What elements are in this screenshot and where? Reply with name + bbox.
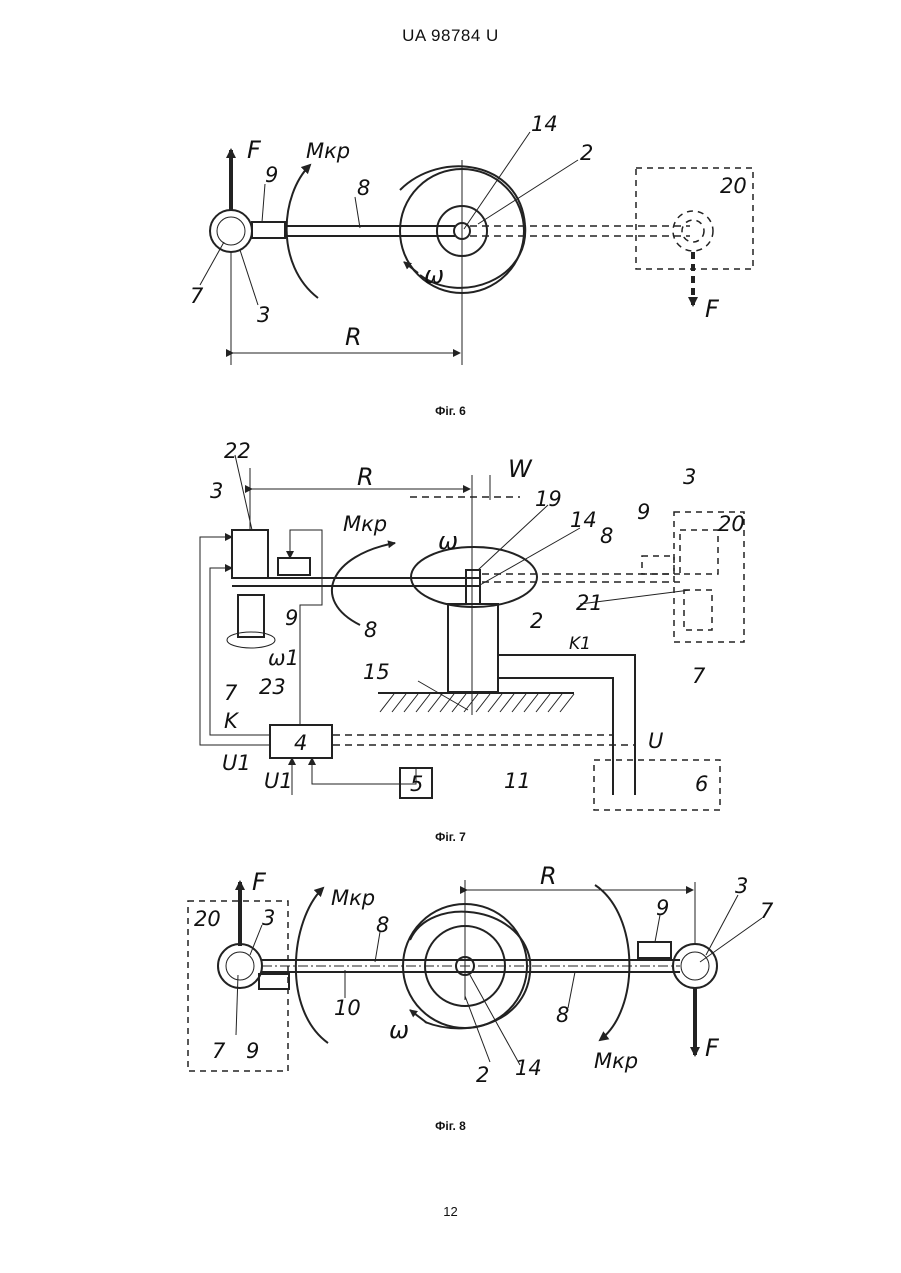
- figure-8-caption: Фіг. 8: [0, 1119, 901, 1133]
- moment-arc: [287, 165, 318, 298]
- document-id-header: UA 98784 U: [0, 26, 901, 46]
- fig8-label-R: R: [540, 862, 557, 890]
- dashed-wheel-inner: [682, 220, 704, 242]
- fig7-label-23: 23: [259, 675, 286, 699]
- rotor-housing: [210, 210, 252, 252]
- sensor-9-right: [642, 556, 674, 574]
- fig7-label-omega: ω: [438, 527, 458, 555]
- fig8-label-9-right: 9: [656, 896, 669, 920]
- fig7-label-11: 11: [504, 769, 531, 793]
- fig6-label-R: R: [345, 323, 362, 351]
- fig6-label-F-top: F: [247, 136, 262, 164]
- fig8-label-8-top: 8: [376, 913, 389, 937]
- fig6-label-9: 9: [265, 163, 278, 187]
- fig7-label-omega1: ω1: [268, 646, 299, 670]
- fig7-label-22: 22: [224, 439, 251, 463]
- fig8-label-2: 2: [476, 1063, 489, 1087]
- fig7-label-9-right: 9: [637, 500, 650, 524]
- rotor-7-left: [238, 595, 264, 637]
- sensor-9-right: [638, 942, 671, 958]
- fig7-label-21: 21: [576, 591, 603, 615]
- block-3-right: [680, 530, 718, 574]
- fig6-label-F-bottom: F: [705, 295, 720, 323]
- fig7-label-6: 6: [695, 772, 708, 796]
- fig7-label-14: 14: [570, 508, 597, 532]
- fig7-label-7-right: 7: [692, 664, 706, 688]
- page-number: 12: [0, 1204, 901, 1219]
- fig7-label-3-right: 3: [683, 465, 696, 489]
- fig8-label-F-left: F: [252, 868, 267, 896]
- figure-7-drawing: 22 R W 3 3 Mкр ω 19 14 9 8 20 9 8 21 2 K…: [0, 435, 901, 825]
- figure-8-drawing: F Mкр R 3 20 3 8 9 7 10 8 ω 7 9 2 14 Mкр…: [0, 862, 901, 1102]
- rotation-arc: [400, 166, 525, 288]
- moment-arc-right: [595, 885, 629, 1040]
- fig7-label-7-left: 7: [224, 681, 238, 705]
- fig7-label-20: 20: [718, 512, 745, 536]
- fig6-label-20: 20: [720, 174, 747, 198]
- fig7-label-U1-bottom: U1: [264, 769, 293, 793]
- fig7-label-19: 19: [535, 487, 562, 511]
- fig8-label-M-top: Mкр: [331, 886, 375, 910]
- rotation-arrow: [404, 262, 418, 273]
- fig6-label-7: 7: [190, 284, 204, 308]
- fig7-label-3-left: 3: [210, 479, 223, 503]
- fig7-label-W: W: [508, 455, 533, 483]
- ground-hatch: [380, 694, 574, 712]
- fig7-label-15: 15: [363, 660, 390, 684]
- fig6-label-3: 3: [257, 303, 270, 327]
- rotor-inner: [217, 217, 245, 245]
- sensor-9-left: [259, 974, 289, 989]
- motor-block-3: [232, 530, 268, 578]
- rotor-left-outer: [218, 944, 262, 988]
- fig8-label-F-right: F: [705, 1034, 720, 1062]
- fig6-label-2: 2: [580, 141, 593, 165]
- figure-6-drawing: F Mкр 14 2 9 8 20 7 3 ω R F: [0, 100, 901, 390]
- fig7-label-5: 5: [410, 772, 423, 796]
- fig8-label-20: 20: [194, 907, 221, 931]
- figure-6-caption: Фіг. 6: [0, 404, 901, 418]
- sensor-block-9-left: [278, 558, 310, 575]
- fig6-label-8: 8: [357, 176, 370, 200]
- fig7-label-R: R: [357, 463, 374, 491]
- fig7-label-U1-left: U1: [222, 751, 251, 775]
- rotor-left-inner: [226, 952, 254, 980]
- fig8-label-3-right: 3: [735, 874, 748, 898]
- dashed-wheel-outer: [673, 211, 713, 251]
- fig7-label-9-left: 9: [285, 606, 298, 630]
- fig7-label-4: 4: [294, 731, 307, 755]
- rotor-7-right: [684, 590, 712, 630]
- fig8-label-9-left: 9: [246, 1039, 259, 1063]
- fig8-label-M-bottom: Mкр: [594, 1049, 638, 1073]
- fig7-label-2: 2: [530, 609, 543, 633]
- fig8-label-8-right: 8: [556, 1003, 569, 1027]
- fig6-label-M: Mкр: [306, 139, 350, 163]
- fig8-label-14: 14: [515, 1056, 542, 1080]
- fig7-label-U: U: [648, 729, 663, 753]
- fig8-label-10: 10: [334, 996, 361, 1020]
- fig7-label-K1: K1: [569, 634, 591, 654]
- fig8-label-7-right: 7: [760, 899, 774, 923]
- sensor-block: [252, 222, 285, 238]
- moment-arc: [332, 543, 395, 625]
- fig8-label-3-left: 3: [262, 906, 275, 930]
- rotor-right-inner: [681, 952, 709, 980]
- fig6-label-omega: ω: [424, 261, 444, 289]
- column-2: [448, 604, 498, 692]
- fig8-label-7-left: 7: [212, 1039, 226, 1063]
- fig7-label-8-mid: 8: [364, 618, 377, 642]
- fig7-label-8-right: 8: [600, 524, 613, 548]
- fig7-label-M: Mкр: [343, 512, 387, 536]
- figure-7-caption: Фіг. 7: [0, 830, 901, 844]
- fig8-label-omega: ω: [389, 1016, 409, 1044]
- fig7-label-K: K: [224, 709, 240, 733]
- fig6-label-14: 14: [531, 112, 558, 136]
